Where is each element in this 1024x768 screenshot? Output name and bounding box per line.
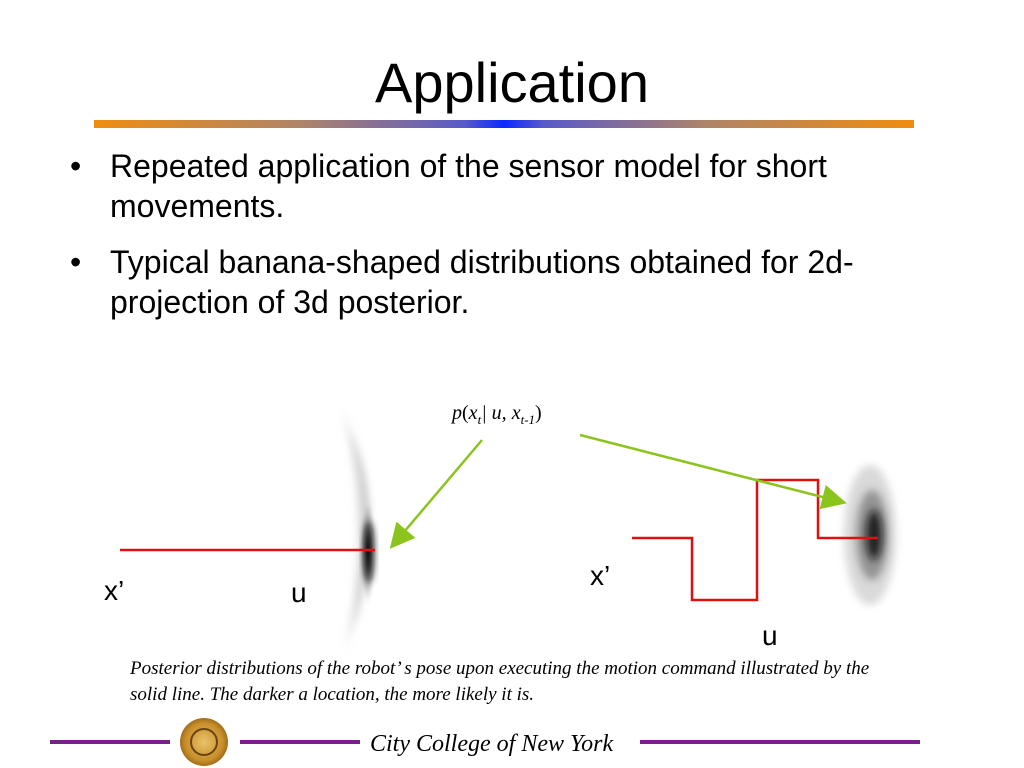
bullet-dot: • [70, 244, 82, 280]
footer-institution: City College of New York [370, 731, 614, 757]
bullet-text: Repeated application of the sensor model… [110, 148, 827, 224]
bullet-list: • Repeated application of the sensor mod… [70, 146, 990, 338]
right-x-prime-label: x’ [590, 560, 611, 591]
figure-caption: Posterior distributions of the robot’ s … [130, 658, 870, 705]
right-posterior-distribution [844, 465, 896, 605]
left-u-label: u [291, 577, 307, 608]
bullet-item: • Typical banana-shaped distributions ob… [70, 242, 990, 322]
footer-line-right [640, 740, 920, 744]
left-posterior-distribution [342, 410, 377, 650]
college-seal-icon [180, 718, 228, 766]
bullet-text: Typical banana-shaped distributions obta… [110, 244, 854, 320]
arrow-to-left-distribution [389, 439, 483, 549]
slide-title: Application [375, 51, 649, 114]
bullet-item: • Repeated application of the sensor mod… [70, 146, 990, 226]
footer-line-left [50, 740, 170, 744]
title-divider [94, 120, 914, 128]
right-u-label: u [762, 620, 778, 651]
left-x-prime-label: x’ [104, 575, 125, 606]
footer-line-middle [240, 740, 360, 744]
arrow-to-right-distribution [579, 433, 847, 510]
right-motion-path [632, 478, 878, 602]
bullet-dot: • [70, 148, 82, 184]
motion-model-formula: p(xt| u, xt-1) [452, 402, 542, 427]
